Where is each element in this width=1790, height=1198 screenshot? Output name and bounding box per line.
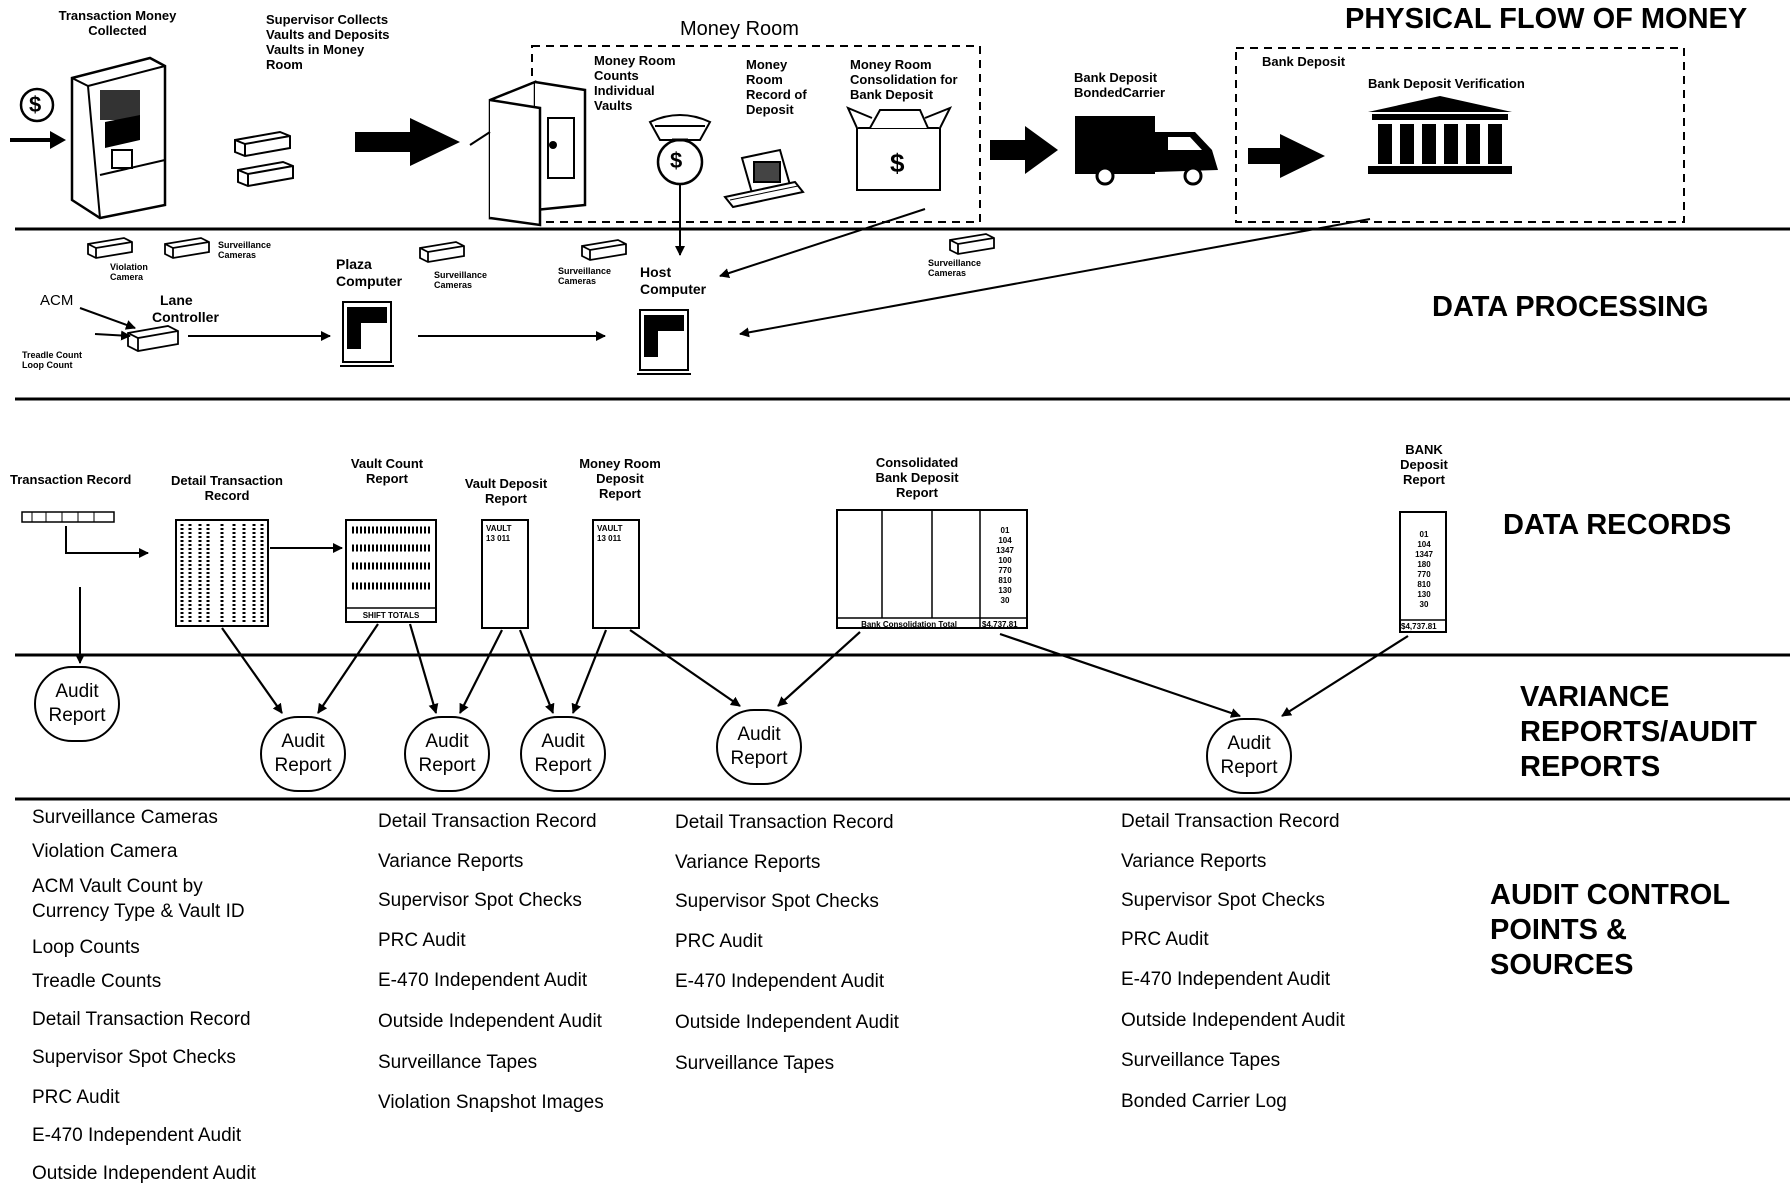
shift-totals-label: SHIFT TOTALS [348,611,434,621]
section-title-audit-control: AUDIT CONTROL POINTS & SOURCES [1490,878,1730,983]
money-room-title: Money Room [680,18,799,41]
transaction-record-strip [22,512,114,522]
input-arrow-icon [10,131,66,149]
treadle-arrow [95,334,130,336]
arrow-consol-audit6 [1000,634,1240,716]
lane-controller-icon [128,326,178,351]
section-title-physical-flow: PHYSICAL FLOW OF MONEY [1345,2,1747,37]
arrow-vaultdep-audit4 [520,630,553,713]
arrow-vaultdep-audit3 [460,630,502,713]
vault-boxes-icon [235,132,293,186]
host-computer-icon [637,310,691,374]
arrow-moneyroom-audit5 [630,630,740,706]
bag-dollar-symbol: $ [670,148,682,174]
big-arrow-2 [990,126,1058,174]
computer-icon [725,150,803,207]
section-title-variance: VARIANCE REPORTS/AUDIT REPORTS [1520,680,1757,785]
bank-building-icon [1368,96,1512,174]
consolidated-total-amount: $4,737.81 [982,620,1018,630]
arrow-moneyroom-audit4 [573,630,606,713]
section-title-data-processing: DATA PROCESSING [1432,290,1709,325]
toll-machine-icon [72,58,165,218]
plaza-computer-icon [340,302,394,366]
bank-deposit-title: Bank Deposit [1262,54,1345,69]
bank-total-amount: $4,737.81 [1401,622,1437,632]
bank-deposit-box [1236,48,1684,222]
bank-deposit-verification-label: Bank Deposit Verification [1368,76,1525,91]
transaction-record-label: Transaction Record [10,472,131,487]
acm-label: ACM [40,292,73,309]
arrow-vaultcount-audit2 [318,624,378,713]
vault-count-report-sheet [346,520,436,622]
sources-column-2: Detail Transaction Record Variance Repor… [378,810,604,1131]
arrow-detail-audit2 [222,628,282,713]
sources-column-4: Detail Transaction Record Variance Repor… [1121,810,1345,1130]
sources-column-3: Detail Transaction Record Variance Repor… [675,811,899,1092]
big-arrow-3 [1248,134,1325,178]
section-title-data-records: DATA RECORDS [1503,508,1731,543]
bank-consolidation-total-label: Bank Consolidation Total [840,620,978,630]
safe-icon [470,82,585,225]
deposit-dollar-symbol: $ [890,148,904,179]
arrow-bank-audit6 [1282,636,1408,716]
sources-column-1: Surveillance Cameras Violation Camera AC… [32,806,256,1198]
bank-to-host-line [740,219,1370,334]
arrow-vaultcount-audit3 [410,624,436,713]
arrow-consol-audit5 [778,632,860,706]
acm-arrow [80,308,135,328]
dollar-symbol: $ [29,92,41,118]
armored-truck-icon [1075,116,1218,184]
transaction-to-detail-arrow [66,526,148,553]
detail-transaction-record-sheet [176,520,268,626]
deposit-to-host-line [720,209,925,276]
big-arrow-1 [355,118,460,166]
